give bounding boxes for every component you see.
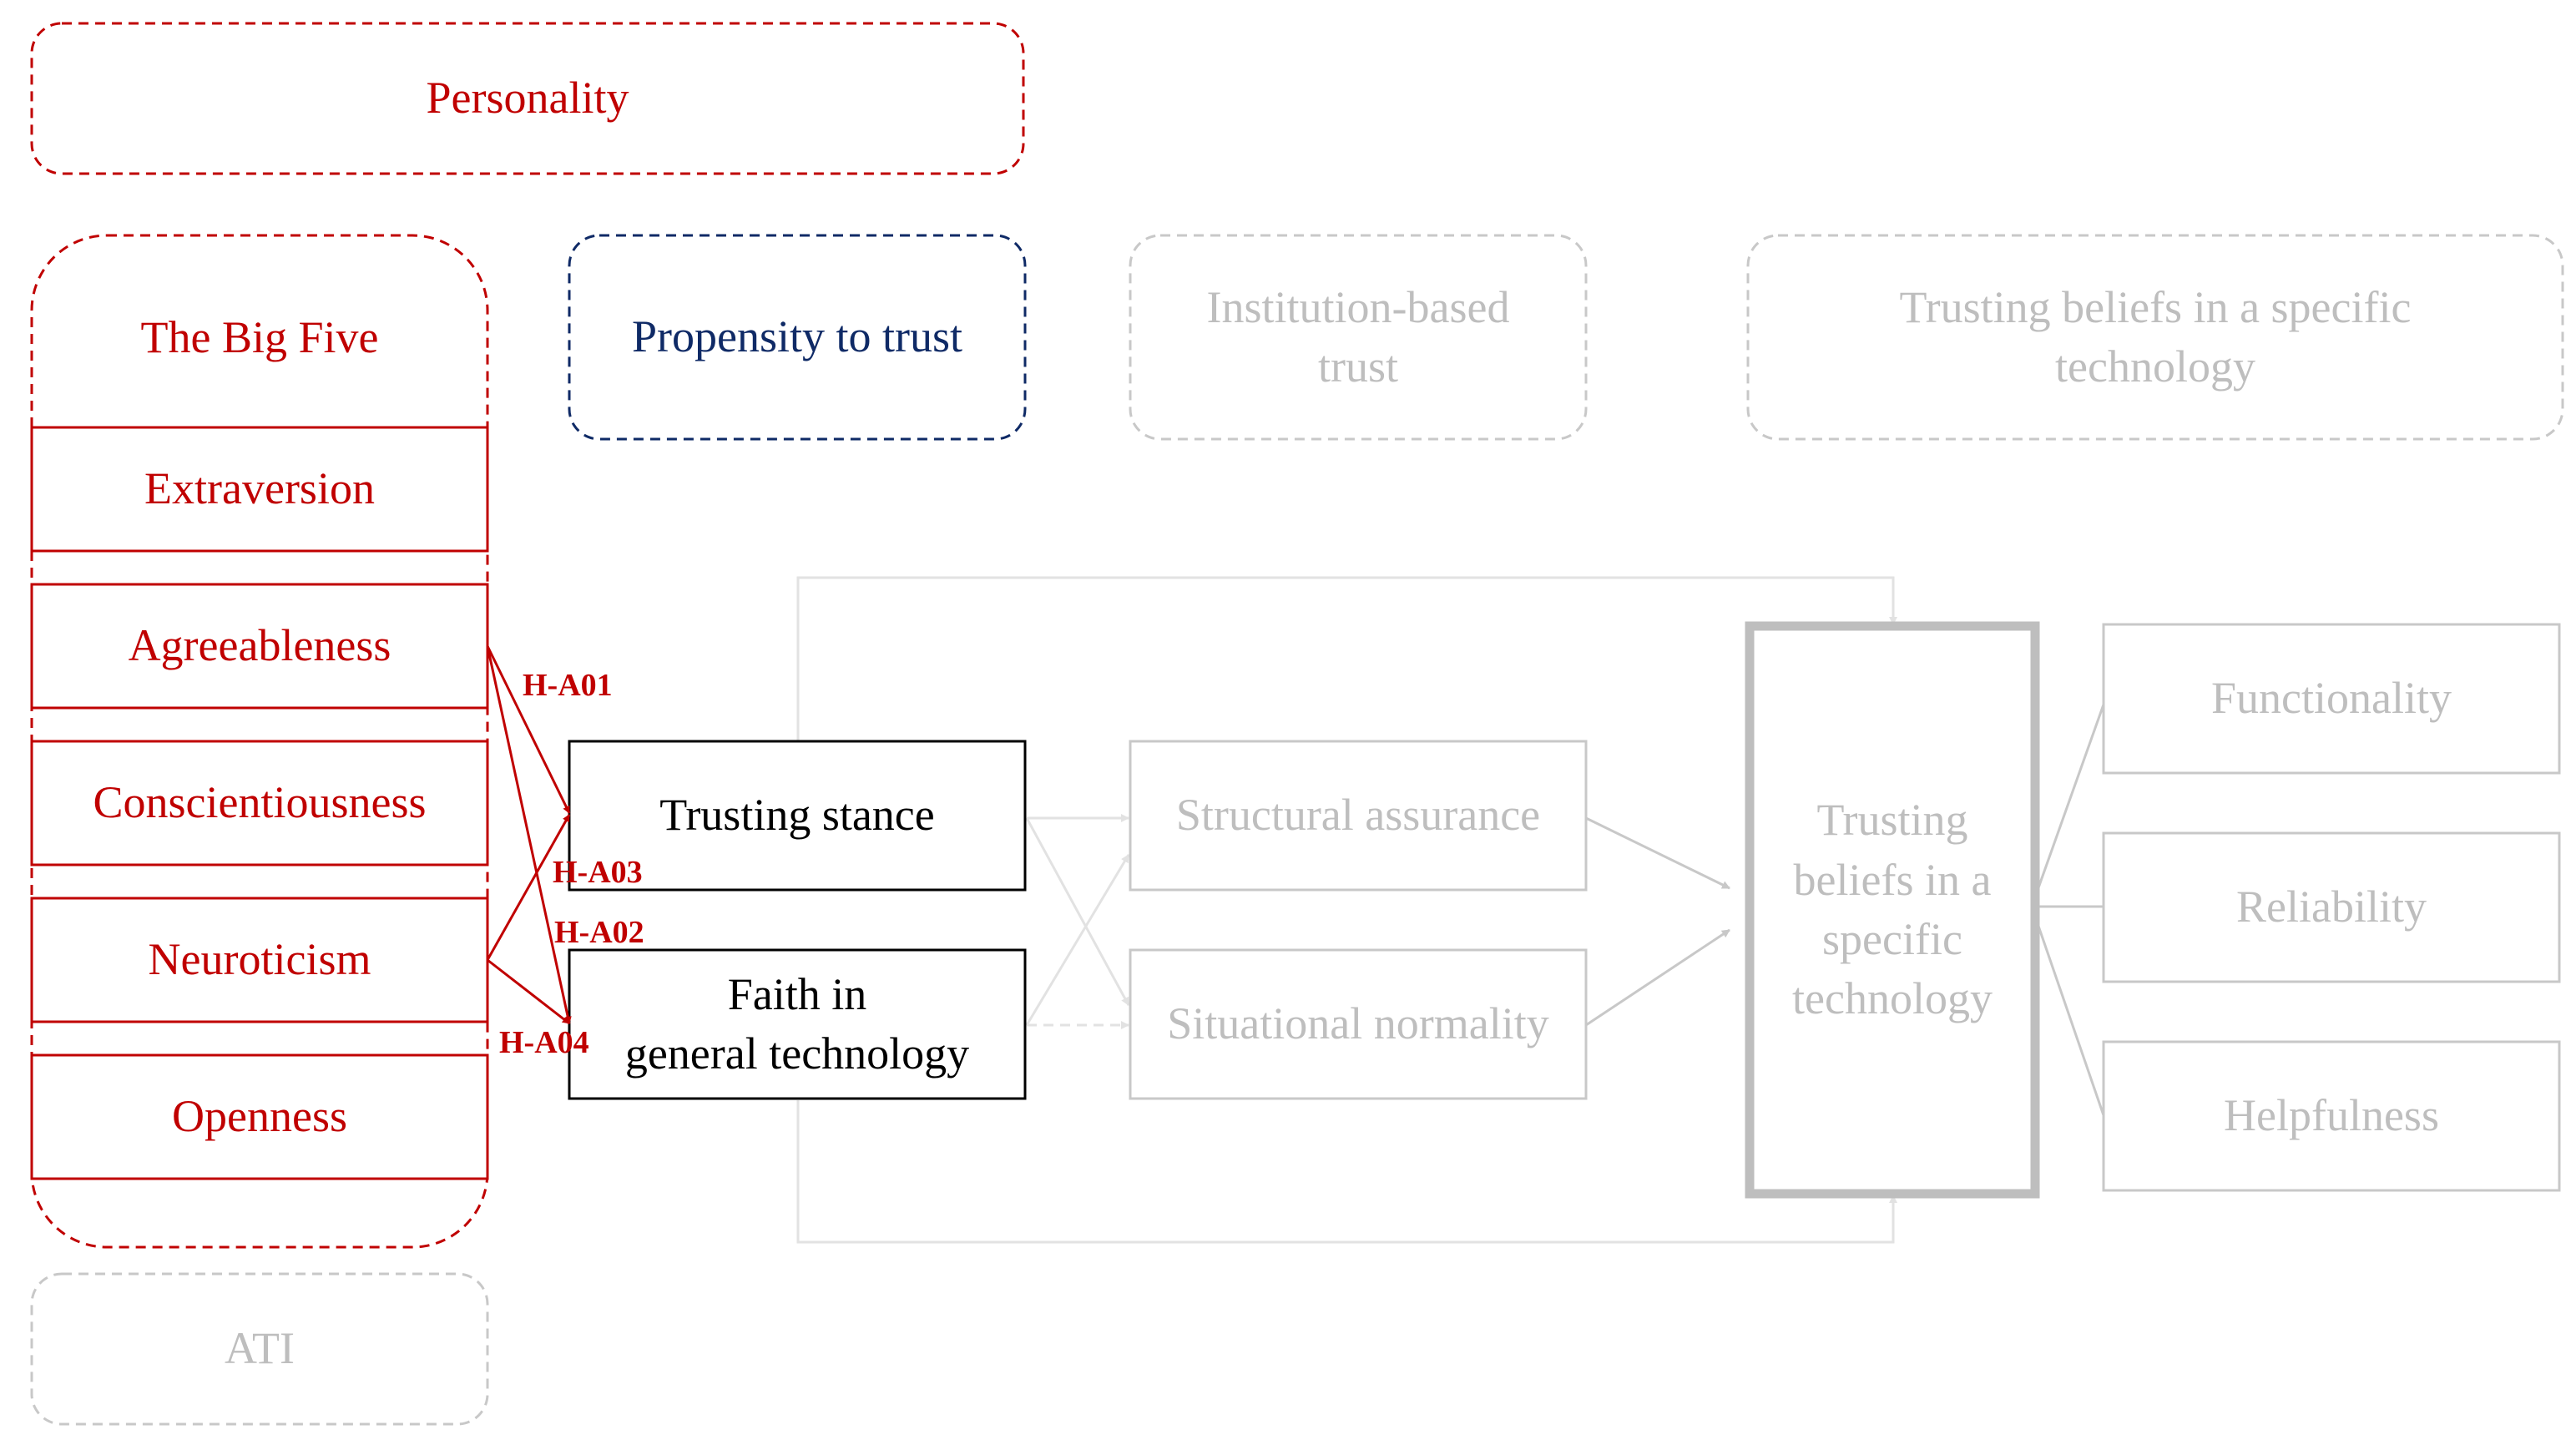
trusting-stance-box bbox=[568, 740, 1027, 892]
propensity-label: Propensity to trust bbox=[631, 311, 962, 362]
personality-label: Personality bbox=[426, 73, 629, 124]
trusting-stance-label: Trusting stance bbox=[659, 790, 935, 841]
helpfulness-label: Helpfulness bbox=[2224, 1090, 2439, 1141]
hypothesis-label-h-a02: H-A02 bbox=[554, 915, 644, 950]
beliefs-main-label: Trusting beliefs in a specific technolog… bbox=[1792, 795, 1993, 1024]
connector-situational-beliefs bbox=[1585, 928, 1730, 1027]
connector-beliefs-helpfulness bbox=[2030, 906, 2105, 1116]
hypothesis-label-h-a04: H-A04 bbox=[499, 1025, 589, 1060]
ati-box bbox=[30, 1272, 489, 1426]
ati-label: ATI bbox=[225, 1323, 295, 1374]
connector-faith-to-beliefs bbox=[796, 1100, 1897, 1244]
beliefs-header-box bbox=[1746, 234, 2564, 441]
functionality-label: Functionality bbox=[2211, 673, 2452, 724]
faith-box bbox=[568, 948, 1027, 1100]
faith-label-line1: Faith in bbox=[727, 968, 867, 1019]
connector-stance-to-beliefs bbox=[796, 576, 1897, 741]
institution-label: Institution-based trust bbox=[1206, 281, 1510, 392]
trait-box-conscientiousness bbox=[30, 740, 489, 866]
trait-label-extraversion: Extraversion bbox=[144, 463, 375, 514]
hypothesis-arrow-h-a03 bbox=[486, 814, 571, 961]
connector-stance-situational bbox=[1025, 817, 1130, 1006]
hypothesis-arrow-h-a02 bbox=[486, 645, 572, 1024]
trait-box-openness bbox=[30, 1053, 489, 1180]
connector-structural-beliefs bbox=[1585, 816, 1730, 890]
trait-label-conscientiousness: Conscientiousness bbox=[93, 777, 427, 828]
personality-box bbox=[30, 22, 1025, 175]
hypothesis-label-h-a03: H-A03 bbox=[553, 855, 643, 890]
hypothesis-arrow-h-a04 bbox=[487, 958, 570, 1025]
reliability-label: Reliability bbox=[2236, 882, 2427, 932]
connector-faith-structural bbox=[1025, 854, 1130, 1026]
situational-label: Situational normality bbox=[1167, 998, 1549, 1049]
big-five-header: The Big Five bbox=[140, 312, 379, 363]
reliability-box bbox=[2102, 831, 2561, 983]
faith-label-line2: general technology bbox=[624, 1028, 970, 1079]
beliefs-header-label: Trusting beliefs in a specific technolog… bbox=[1899, 281, 2412, 392]
structural-box bbox=[1129, 740, 1588, 892]
trait-label-neuroticism: Neuroticism bbox=[148, 934, 371, 985]
trait-label-agreeableness: Agreeableness bbox=[128, 620, 391, 671]
structural-label: Structural assurance bbox=[1175, 790, 1541, 841]
trait-box-extraversion bbox=[30, 426, 489, 553]
functionality-box bbox=[2102, 623, 2561, 775]
faith-label: Faith in general technology bbox=[569, 950, 1025, 1099]
connector-beliefs-functionality bbox=[2030, 704, 2105, 907]
helpfulness-box bbox=[2102, 1040, 2561, 1192]
beliefs-main-box bbox=[1745, 621, 2040, 1199]
situational-box bbox=[1129, 948, 1588, 1100]
hypothesis-label-h-a01: H-A01 bbox=[523, 668, 613, 703]
trait-label-openness: Openness bbox=[172, 1091, 347, 1142]
trait-box-agreeableness bbox=[30, 583, 489, 710]
hypothesis-arrow-h-a01 bbox=[486, 645, 571, 814]
